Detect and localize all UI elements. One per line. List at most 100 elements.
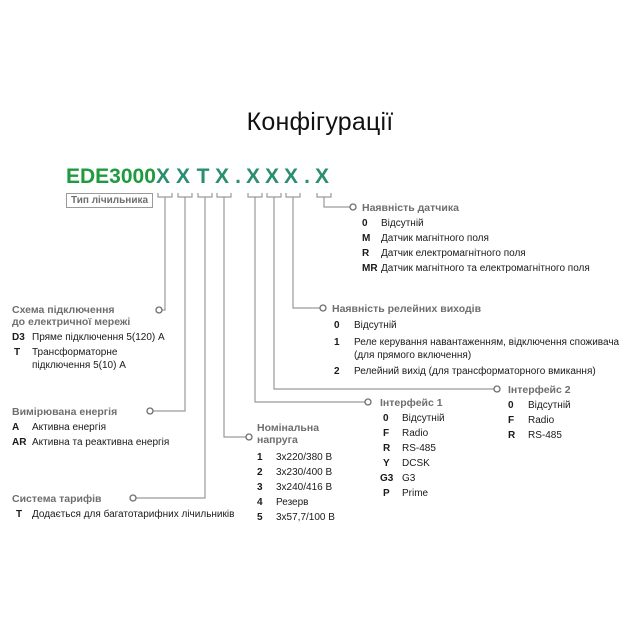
item-key: AR [12, 437, 27, 448]
list-item: A Активна енергія [12, 421, 212, 436]
item-text: Radio [528, 415, 555, 426]
energy-section: Вимірювана енергія A Активна енергія AR … [12, 406, 212, 451]
item-key: R [362, 248, 370, 259]
item-key: R [383, 443, 391, 454]
item-text: Активна та реактивна енергія [32, 437, 170, 448]
connector-sensor [323, 197, 350, 208]
item-text: DCSK [402, 458, 430, 469]
item-text: G3 [402, 473, 416, 484]
item-text: Датчик електромагнітного поля [381, 248, 526, 259]
item-text: Radio [402, 428, 429, 439]
item-key: A [12, 422, 20, 433]
item-text: Відсутній [381, 218, 424, 229]
list-item: AR Активна та реактивна енергія [12, 436, 212, 451]
item-text: 3x220/380 В [276, 452, 333, 463]
item-text: RS-485 [402, 443, 436, 454]
model-code: EDE3000 X X T X . X X X . X [66, 164, 336, 190]
item-text: Відсутній [528, 400, 571, 411]
scheme-section: Схема підключення до електричної мережі … [12, 304, 165, 374]
connector-scheme [162, 197, 166, 311]
list-item: F Radio [380, 427, 500, 442]
item-key: R [508, 430, 516, 441]
list-item: 1 3x220/380 В [257, 451, 367, 466]
bracket [266, 193, 282, 198]
item-key: G3 [380, 473, 394, 484]
interface1-heading: Інтерфейс 1 [380, 397, 443, 409]
code-char: X [246, 165, 261, 188]
list-item: R RS-485 [508, 429, 636, 444]
item-key: Y [383, 458, 390, 469]
energy-heading: Вимірювана енергія [12, 406, 118, 418]
connector-end-dot [155, 306, 163, 314]
bracket [197, 193, 213, 198]
item-text: Відсутній [354, 320, 397, 331]
item-text: Активна енергія [32, 422, 106, 433]
item-key: P [383, 488, 390, 499]
bracket [316, 193, 332, 198]
code-char: X [215, 165, 230, 188]
meter-type-label: Тип лічильника [66, 193, 154, 208]
code-char: T [196, 165, 210, 188]
item-key: 0 [334, 320, 340, 331]
code-char: X [284, 165, 299, 188]
item-text: RS-485 [528, 430, 562, 441]
item-text: Prime [402, 488, 429, 499]
bracket [157, 193, 173, 198]
list-item: 1 Реле керування навантаженням, відключе… [332, 336, 632, 364]
sensor-section: Наявність датчика 0 Відсутній M Датчик м… [362, 202, 632, 277]
tariff-heading: Система тарифів [12, 493, 102, 505]
item-key: 0 [383, 413, 389, 424]
item-text: Релейний вихід (для трансформаторного вм… [354, 366, 596, 377]
bracket [285, 193, 301, 198]
item-key: 3 [257, 482, 263, 493]
bracket [177, 193, 193, 198]
item-key: T [16, 509, 23, 520]
list-item: M Датчик магнітного поля [362, 232, 632, 247]
code-char: X [315, 165, 330, 188]
connector-end-dot [364, 398, 372, 406]
list-item: T Трансформаторне підключення 5(10) А [12, 346, 162, 374]
bracket [216, 193, 232, 198]
item-key: D3 [12, 332, 25, 343]
item-text: Пряме підключення 5(120) А [32, 332, 165, 343]
connector-end-dot [319, 304, 327, 312]
item-text: 3x57,7/100 В [276, 512, 335, 523]
code-separator: . [235, 165, 241, 188]
item-key: 1 [334, 337, 340, 348]
item-key: F [508, 415, 515, 426]
list-item: T Додається для багатотарифних лічильник… [12, 508, 252, 523]
relay-section: Наявність релейних виходів 0 Відсутній 1… [332, 303, 632, 380]
item-text: 3x230/400 В [276, 467, 333, 478]
connector-relay [292, 197, 320, 309]
connector-end-dot [129, 494, 137, 502]
scheme-heading-line: Схема підключення [12, 304, 115, 316]
item-text: Реле керування навантаженням, відключенн… [354, 337, 620, 348]
list-item: G3 G3 [380, 472, 500, 487]
code-separator: . [304, 165, 310, 188]
page-title: Конфігурації [246, 108, 394, 136]
item-text: Додається для багатотарифних лічильників [32, 509, 235, 520]
list-item: R RS-485 [380, 442, 500, 457]
list-item: MR Датчик магнітного та електромагнітног… [362, 262, 632, 277]
item-key: 5 [257, 512, 263, 523]
bracket [247, 193, 263, 198]
relay-heading: Наявність релейних виходів [332, 303, 482, 315]
item-text: 3x240/416 В [276, 482, 333, 493]
sensor-heading: Наявність датчика [362, 202, 459, 214]
list-item: 0 Відсутній [508, 399, 636, 414]
voltage-heading-line: напруга [257, 434, 298, 446]
item-key: 2 [257, 467, 263, 478]
list-item: P Prime [380, 487, 500, 502]
item-text: Трансформаторне [32, 347, 118, 358]
connector-tariff [136, 197, 206, 499]
list-item: 2 3x230/400 В [257, 466, 367, 481]
code-prefix: EDE3000 [66, 165, 156, 188]
scheme-heading: Схема підключення до електричної мережі [12, 304, 162, 328]
code-char: X [156, 165, 171, 188]
scheme-heading-line: до електричної мережі [12, 316, 131, 328]
list-item: 0 Відсутній [362, 217, 632, 232]
interface2-heading: Інтерфейс 2 [508, 384, 571, 396]
list-item: 2 Релейний вихід (для трансформаторного … [332, 365, 632, 380]
voltage-heading-line: Номінальна [257, 422, 320, 434]
